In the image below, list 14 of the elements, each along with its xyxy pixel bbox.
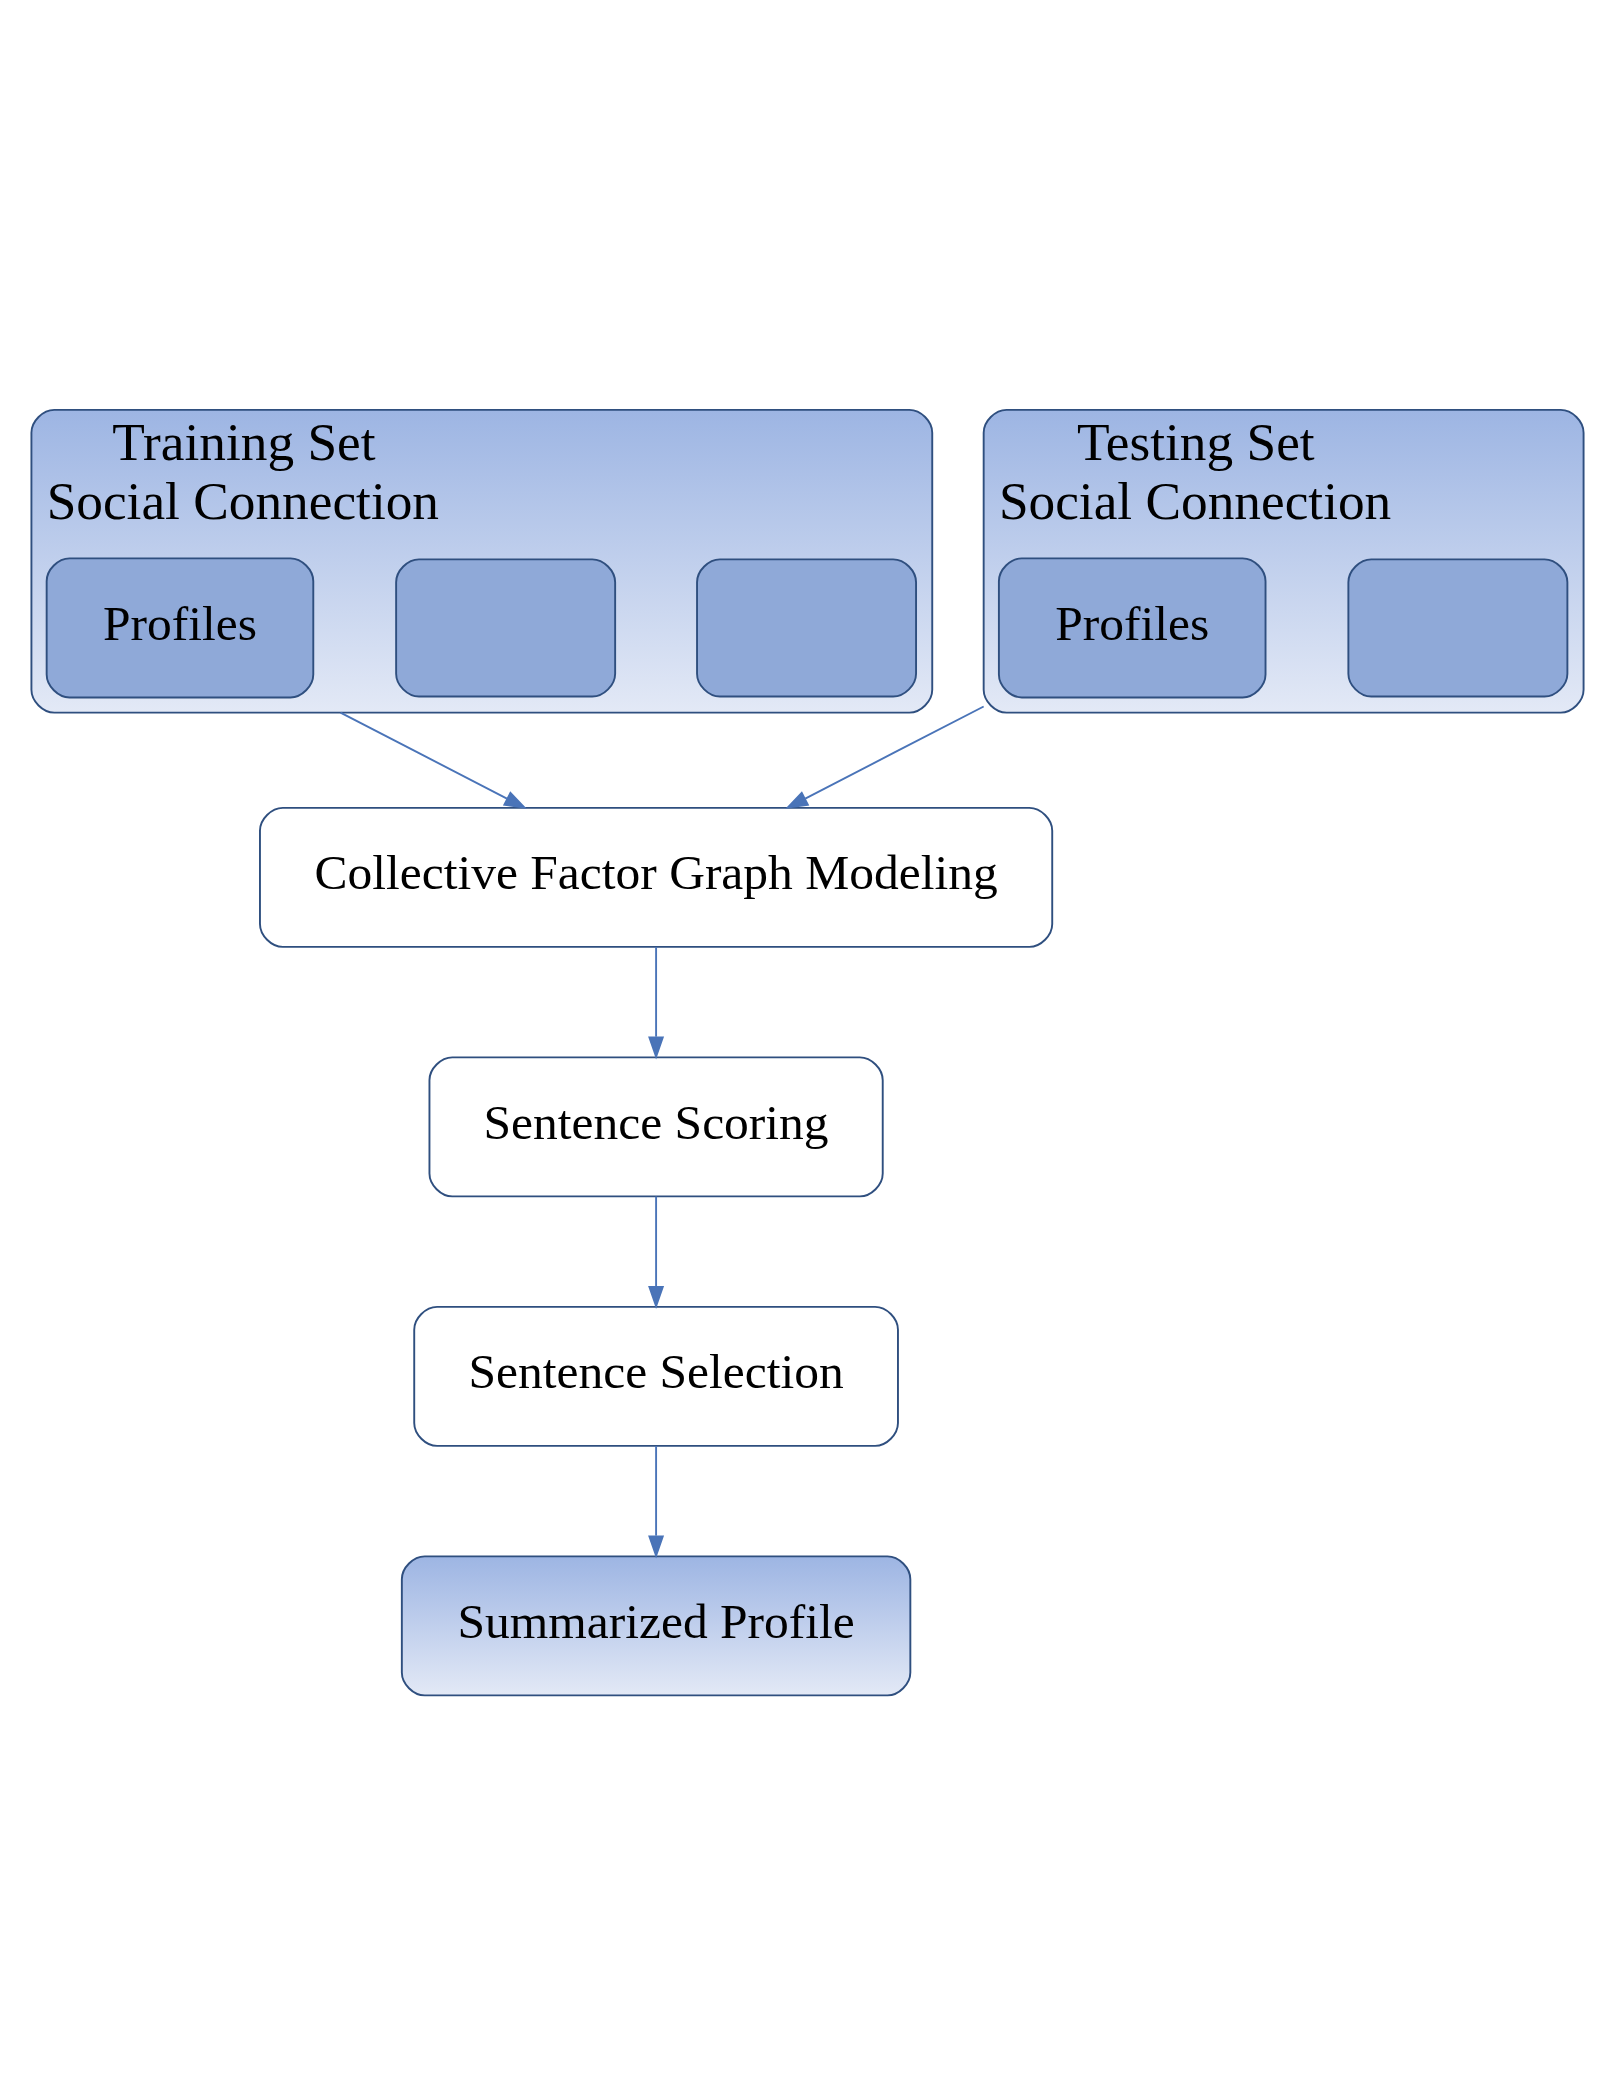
arrow (339, 711, 527, 809)
node-box (1347, 558, 1569, 698)
node-box: Sentence Selection (413, 1305, 899, 1447)
arrow (648, 1445, 665, 1559)
node-box: Profiles (45, 557, 315, 699)
node-box: Summarized Profile (400, 1555, 912, 1697)
arrow (648, 1195, 665, 1309)
node-box: Profiles (997, 557, 1267, 699)
arrow (785, 705, 985, 809)
node-box (696, 558, 917, 698)
node-box (395, 558, 617, 698)
node-box: Collective Factor Graph Modeling (259, 806, 1054, 948)
node-box: Sentence Scoring (428, 1056, 884, 1198)
arrow (648, 946, 665, 1060)
